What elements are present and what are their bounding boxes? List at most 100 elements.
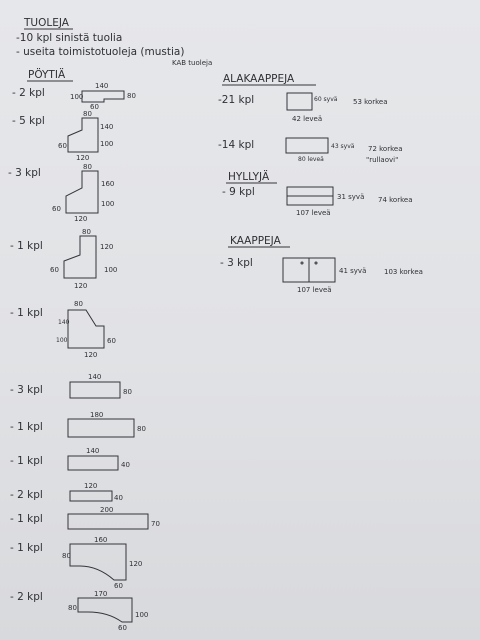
shelf-width: 107 leveä bbox=[296, 209, 331, 217]
desk-shape bbox=[67, 309, 105, 349]
desk-dim: 120 bbox=[129, 560, 142, 568]
cabinet-height: 53 korkea bbox=[353, 98, 388, 106]
cabinet-depth: 60 syvä bbox=[314, 96, 338, 103]
desk-dim: 80 bbox=[127, 92, 136, 100]
desk-dim: 40 bbox=[114, 494, 123, 502]
desk-dim: 100 bbox=[104, 266, 117, 274]
desk-shape bbox=[77, 597, 133, 623]
lower-cabinet-item: -14 kpl 43 syvä 72 korkea "rullaovi" 80 … bbox=[218, 137, 403, 164]
desk-shape bbox=[67, 117, 99, 153]
shelf-height: 74 korkea bbox=[378, 196, 413, 204]
desk-shape bbox=[63, 235, 97, 279]
cabinets-heading: KAAPPEJA bbox=[230, 235, 282, 247]
cabinet-depth: 41 syvä bbox=[339, 267, 366, 275]
desk-shape bbox=[67, 455, 119, 471]
desk-shape bbox=[69, 381, 121, 399]
desk-qty: - 3 kpl bbox=[8, 167, 41, 179]
cabinet-knob bbox=[300, 261, 304, 265]
cabinet-shape bbox=[285, 137, 329, 154]
chairs-line-1: -10 kpl sinistä tuolia bbox=[16, 32, 122, 44]
desk-dim: 100 bbox=[100, 140, 113, 148]
cabinet-qty: -21 kpl bbox=[218, 94, 254, 106]
desk-qty: - 1 kpl bbox=[10, 542, 43, 554]
desk-dim: 120 bbox=[84, 482, 97, 490]
desk-dim: 80 bbox=[83, 163, 92, 171]
desk-item: - 2 kpl 170 80 100 60 bbox=[10, 590, 148, 632]
desk-shape bbox=[67, 418, 135, 438]
lower-cabinets-heading: ALAKAAPPEJA bbox=[223, 73, 295, 85]
desk-dim: 80 bbox=[137, 425, 146, 433]
desk-item: - 3 kpl 140 80 bbox=[10, 373, 132, 399]
desk-dim: 100 bbox=[70, 93, 83, 101]
desk-dim: 60 bbox=[114, 582, 123, 590]
desk-dim: 80 bbox=[74, 300, 83, 308]
desk-dim: 120 bbox=[84, 351, 97, 359]
desks-heading: PÖYTIÄ bbox=[28, 68, 66, 81]
cabinet-height: 103 korkea bbox=[384, 268, 423, 276]
shelf-item: - 9 kpl 31 syvä 74 korkea 107 leveä bbox=[222, 186, 413, 217]
desk-dim: 200 bbox=[100, 506, 113, 514]
desk-shape bbox=[69, 490, 113, 502]
cabinet-depth: 43 syvä bbox=[331, 143, 355, 150]
desk-qty: - 2 kpl bbox=[10, 591, 43, 603]
desk-dim: 60 bbox=[58, 142, 67, 150]
desk-dim: 80 bbox=[83, 110, 92, 118]
cabinet-width: 80 leveä bbox=[298, 156, 324, 163]
desk-dim: 60 bbox=[118, 624, 127, 632]
desk-dim: 60 bbox=[50, 266, 59, 274]
desk-dim: 140 bbox=[58, 319, 70, 326]
desk-dim: 80 bbox=[62, 552, 71, 560]
desk-dim: 60 bbox=[107, 337, 116, 345]
desk-qty: - 2 kpl bbox=[10, 489, 43, 501]
desk-dim: 170 bbox=[94, 590, 107, 598]
desk-dim: 80 bbox=[123, 388, 132, 396]
desk-dim: 120 bbox=[74, 282, 87, 290]
cabinet-qty: -14 kpl bbox=[218, 139, 254, 151]
cabinet-height: 72 korkea bbox=[368, 145, 403, 153]
desk-item: - 1 kpl 160 80 120 60 bbox=[10, 536, 142, 590]
desk-dim: 100 bbox=[135, 611, 148, 619]
desk-dim: 140 bbox=[86, 447, 99, 455]
desk-item: - 1 kpl 140 40 bbox=[10, 447, 130, 471]
cabinet-note: "rullaovi" bbox=[366, 156, 398, 164]
cabinet-shape bbox=[286, 92, 313, 111]
desk-item: - 3 kpl 80 160 100 60 120 bbox=[8, 163, 114, 223]
desk-dim: 120 bbox=[74, 215, 87, 223]
desk-dim: 160 bbox=[101, 180, 114, 188]
desk-item: - 5 kpl 80 140 100 60 120 bbox=[12, 110, 113, 162]
desk-qty: - 1 kpl bbox=[10, 240, 43, 252]
desk-qty: - 1 kpl bbox=[10, 307, 43, 319]
lower-cabinet-item: -21 kpl 60 syvä 53 korkea 42 leveä bbox=[218, 92, 388, 123]
desk-shape bbox=[65, 170, 99, 214]
chairs-heading: TUOLEJA bbox=[23, 17, 70, 29]
desk-dim: 80 bbox=[68, 604, 77, 612]
desk-item: - 2 kpl 140 100 60 80 bbox=[12, 82, 136, 111]
desk-dim: 40 bbox=[121, 461, 130, 469]
desk-dim: 120 bbox=[76, 154, 89, 162]
chairs-line-2: - useita toimistotuoleja (mustia) bbox=[16, 46, 184, 58]
desk-dim: 140 bbox=[100, 123, 113, 131]
chairs-line-2-note: KAB tuoleja bbox=[172, 59, 212, 67]
cabinet-knob bbox=[314, 261, 318, 265]
desk-shape bbox=[69, 543, 127, 581]
desk-qty: - 1 kpl bbox=[10, 513, 43, 525]
shelves-heading: HYLLYJÄ bbox=[228, 170, 270, 183]
desk-item: - 1 kpl 80 120 100 60 120 bbox=[10, 228, 117, 290]
shelf-depth: 31 syvä bbox=[337, 193, 364, 201]
desk-dim: 100 bbox=[56, 337, 68, 344]
desk-shape bbox=[67, 513, 149, 530]
shelf-qty: - 9 kpl bbox=[222, 186, 255, 198]
desk-qty: - 1 kpl bbox=[10, 455, 43, 467]
desk-qty: - 1 kpl bbox=[10, 421, 43, 433]
desk-dim: 60 bbox=[52, 205, 61, 213]
desk-item: - 2 kpl 120 40 bbox=[10, 482, 123, 502]
desk-dim: 160 bbox=[94, 536, 107, 544]
desk-qty: - 3 kpl bbox=[10, 384, 43, 396]
desk-dim: 180 bbox=[90, 411, 103, 419]
desk-dim: 120 bbox=[100, 243, 113, 251]
desk-dim: 140 bbox=[95, 82, 108, 90]
desk-dim: 100 bbox=[101, 200, 114, 208]
desk-dim: 60 bbox=[90, 103, 99, 111]
cabinet-width: 107 leveä bbox=[297, 286, 332, 294]
